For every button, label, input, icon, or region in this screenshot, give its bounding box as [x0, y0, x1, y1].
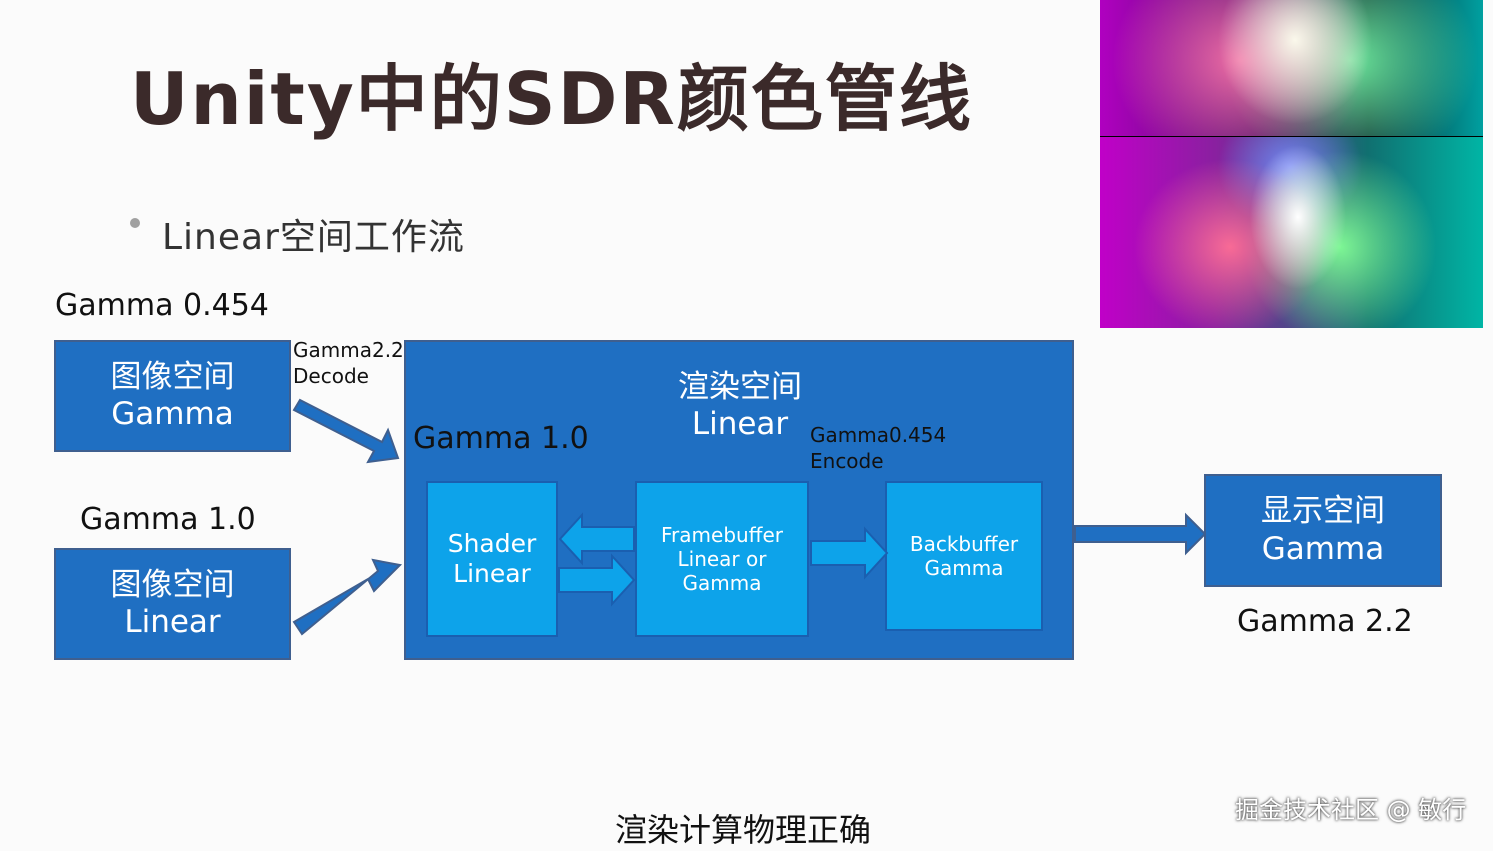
caption: 渲染计算物理正确: [615, 811, 872, 849]
image-linear-box: 图像空间 Linear: [54, 548, 291, 660]
display-line2: Gamma: [1261, 530, 1385, 567]
image-gamma-box: 图像空间 Gamma: [54, 340, 291, 452]
watermark: 掘金技术社区 @ 敏行: [1235, 796, 1467, 824]
label-gamma-0454: Gamma 0.454: [55, 288, 269, 323]
render-space-line1: 渲染空间: [678, 368, 802, 405]
render-to-display-arrow: [1074, 512, 1207, 556]
color-blend-panel-bottom: [1100, 137, 1483, 328]
decode-arrow: [292, 398, 400, 464]
display-box: 显示空间 Gamma: [1204, 474, 1442, 587]
encode-line1: Gamma0.454: [810, 423, 947, 447]
framebuffer-to-backbuffer-arrow: [810, 526, 889, 580]
image-gamma-line2: Gamma: [111, 396, 234, 432]
color-blend-image: [1100, 0, 1483, 328]
image-linear-line2: Linear: [124, 604, 221, 640]
display-line1: 显示空间: [1261, 493, 1385, 530]
label-gamma-22: Gamma 2.2: [1237, 604, 1413, 639]
framebuffer-to-shader-arrow: [558, 512, 635, 566]
image-linear-line1: 图像空间: [110, 566, 235, 603]
framebuffer-line3: Gamma: [682, 571, 762, 595]
shader-line1: Shader: [447, 529, 537, 558]
decode-line1: Gamma2.2: [293, 338, 404, 362]
render-space-line2: Linear: [691, 406, 789, 442]
encode-line2: Encode: [810, 449, 884, 473]
backbuffer-box: Backbuffer Gamma: [885, 481, 1043, 631]
render-space-title: 渲染空间 Linear: [640, 366, 840, 446]
decode-label: Gamma2.2 Decode: [293, 337, 404, 389]
bullet-text: Linear空间工作流: [162, 217, 465, 258]
framebuffer-box: Framebuffer Linear or Gamma: [635, 481, 809, 637]
bullet-dot: [130, 218, 140, 228]
shader-box: Shader Linear: [426, 481, 558, 637]
framebuffer-line2: Linear or: [677, 547, 767, 571]
page-title: Unity中的SDR颜色管线: [130, 57, 973, 141]
image-gamma-line1: 图像空间: [110, 358, 235, 395]
shader-line2: Linear: [453, 559, 531, 588]
framebuffer-line1: Framebuffer: [661, 523, 783, 547]
shader-to-framebuffer-arrow: [558, 553, 636, 607]
color-blend-panel-top: [1100, 0, 1483, 136]
decode-line2: Decode: [293, 364, 369, 388]
backbuffer-line1: Backbuffer: [909, 532, 1019, 556]
encode-label: Gamma0.454 Encode: [810, 422, 946, 474]
label-gamma-10-render: Gamma 1.0: [413, 421, 589, 456]
linear-input-arrow: [292, 558, 403, 636]
backbuffer-line2: Gamma: [924, 556, 1004, 580]
label-gamma-10-left: Gamma 1.0: [80, 502, 256, 537]
